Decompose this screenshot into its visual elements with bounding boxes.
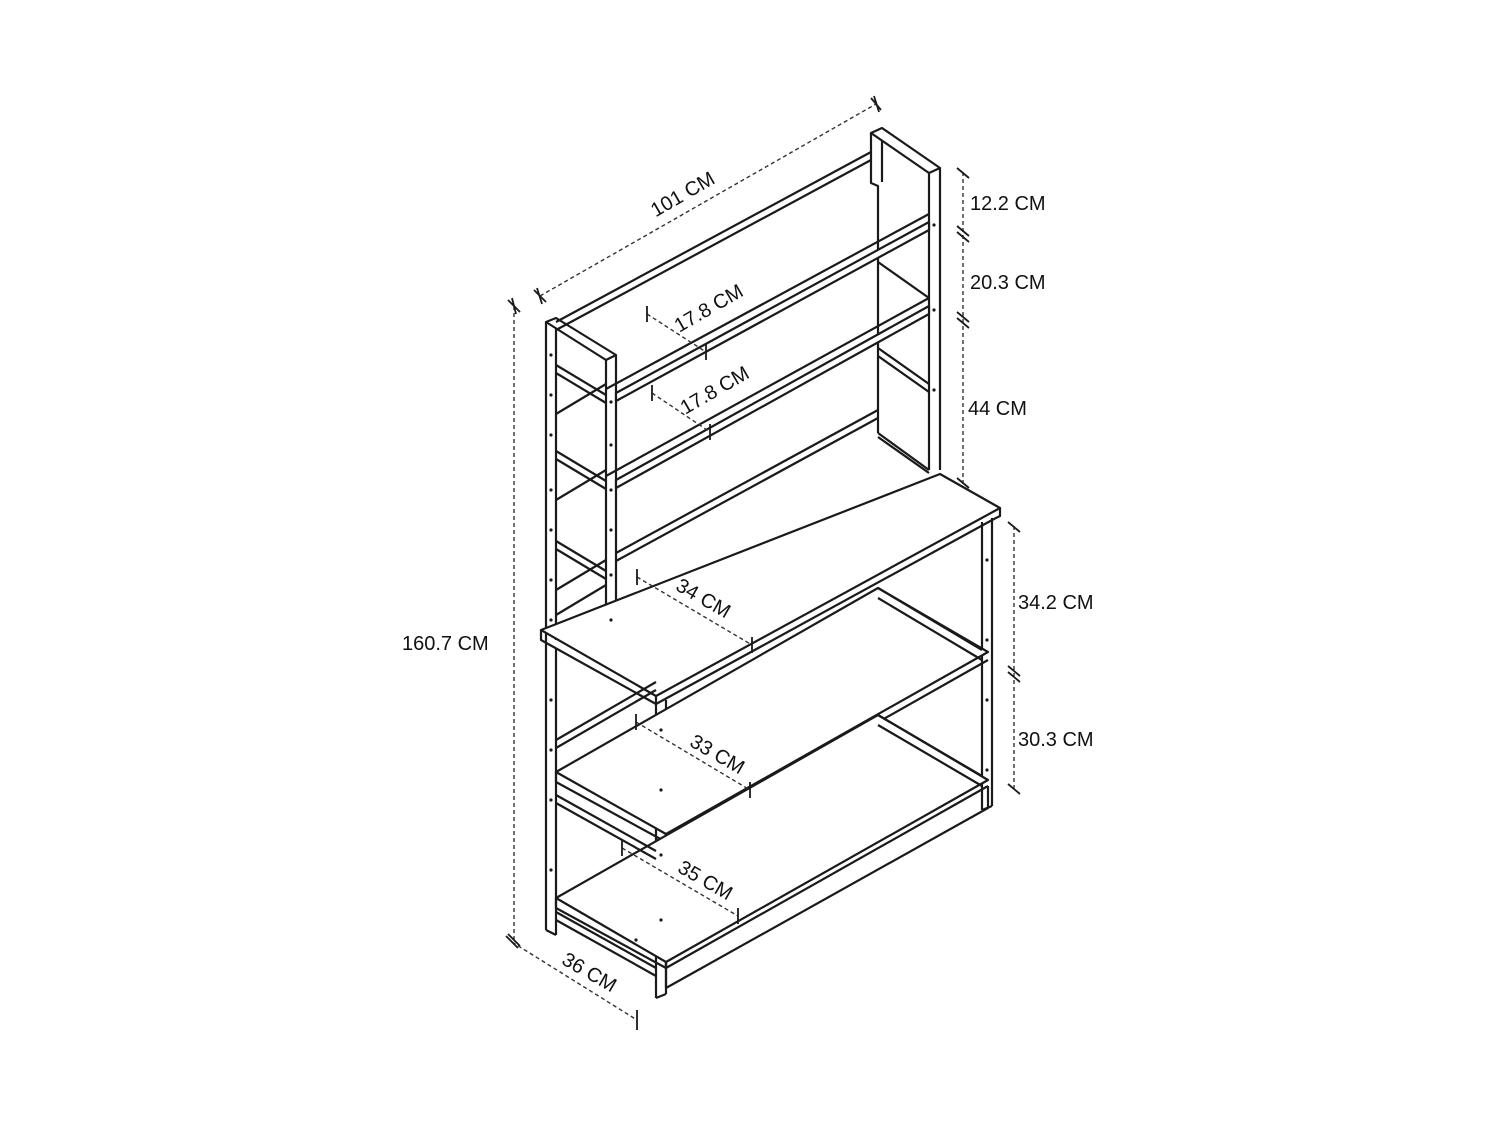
label-lower-gap-1: 34.2 CM	[1018, 592, 1094, 614]
label-base-depth: 36 CM	[558, 949, 620, 998]
lower-front-left-leg	[544, 643, 558, 936]
desk-top	[539, 472, 1002, 706]
label-hutch-height: 44 CM	[968, 398, 1027, 420]
screw-holes	[549, 223, 989, 942]
label-lower-gap-2: 30.3 CM	[1018, 729, 1094, 751]
lower-back-right-leg	[980, 518, 994, 812]
rack-frame	[539, 126, 1002, 1000]
dimension-lines	[505, 95, 1021, 1030]
hutch-front-left-post	[544, 316, 618, 662]
label-upper-gap: 12.2 CM	[970, 193, 1046, 215]
label-middle-gap: 20.3 CM	[970, 272, 1046, 294]
hutch-top-shelf	[605, 213, 931, 403]
hutch-back-left-post	[869, 126, 942, 471]
hutch-middle-shelf	[605, 261, 931, 490]
label-total-height: 160.7 CM	[402, 633, 489, 655]
